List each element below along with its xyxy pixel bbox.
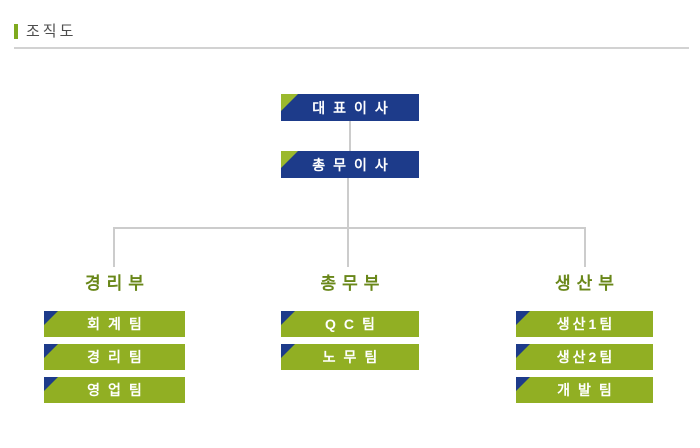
- corner-fold-icon: [44, 377, 58, 391]
- corner-fold-icon: [44, 311, 58, 325]
- node-ceo-label: 대표이사: [312, 99, 396, 116]
- team-box: 개발팀: [516, 377, 653, 403]
- team-label: 회계팀: [87, 316, 150, 332]
- node-ceo: 대표이사: [281, 94, 419, 121]
- dept-header-label: 생산부: [555, 274, 620, 293]
- node-director: 총무이사: [281, 151, 419, 178]
- team-box: 생산1팀: [516, 311, 653, 337]
- team-label: 경리팀: [87, 349, 150, 365]
- team-box: 생산2팀: [516, 344, 653, 370]
- team-label: 영업팀: [87, 382, 150, 398]
- corner-fold-icon: [281, 94, 298, 111]
- team-box: 노무팀: [281, 344, 419, 370]
- dept-header: 생산부: [516, 269, 653, 311]
- dept-header: 경리부: [44, 269, 185, 311]
- corner-fold-icon: [281, 311, 295, 325]
- page-title: 조직도: [26, 23, 77, 40]
- connector-horizontal-bar: [113, 227, 586, 229]
- dept-header: 총무부: [281, 269, 419, 311]
- dept-header-label: 총무부: [320, 274, 386, 293]
- node-director-label: 총무이사: [312, 156, 396, 173]
- team-label: 노무팀: [322, 349, 386, 365]
- connector-ceo-director: [349, 121, 351, 151]
- team-label: 생산1팀: [556, 316, 616, 332]
- corner-fold-icon: [44, 344, 58, 358]
- connector-drop-left: [113, 229, 115, 267]
- dept-header-label: 경리부: [85, 274, 150, 293]
- connector-drop-right: [584, 229, 586, 267]
- team-box: QC팀: [281, 311, 419, 337]
- team-box: 영업팀: [44, 377, 185, 403]
- team-label: 개발팀: [557, 382, 620, 398]
- title-divider: [14, 47, 689, 49]
- corner-fold-icon: [281, 344, 295, 358]
- corner-fold-icon: [516, 377, 530, 391]
- corner-fold-icon: [516, 344, 530, 358]
- connector-director-down: [347, 178, 349, 227]
- team-box: 경리팀: [44, 344, 185, 370]
- corner-fold-icon: [281, 151, 298, 168]
- team-box: 회계팀: [44, 311, 185, 337]
- corner-fold-icon: [516, 311, 530, 325]
- team-label: 생산2팀: [556, 349, 616, 365]
- team-label: QC팀: [325, 316, 383, 332]
- title-accent-bar: [14, 24, 18, 39]
- connector-drop-center: [347, 229, 349, 267]
